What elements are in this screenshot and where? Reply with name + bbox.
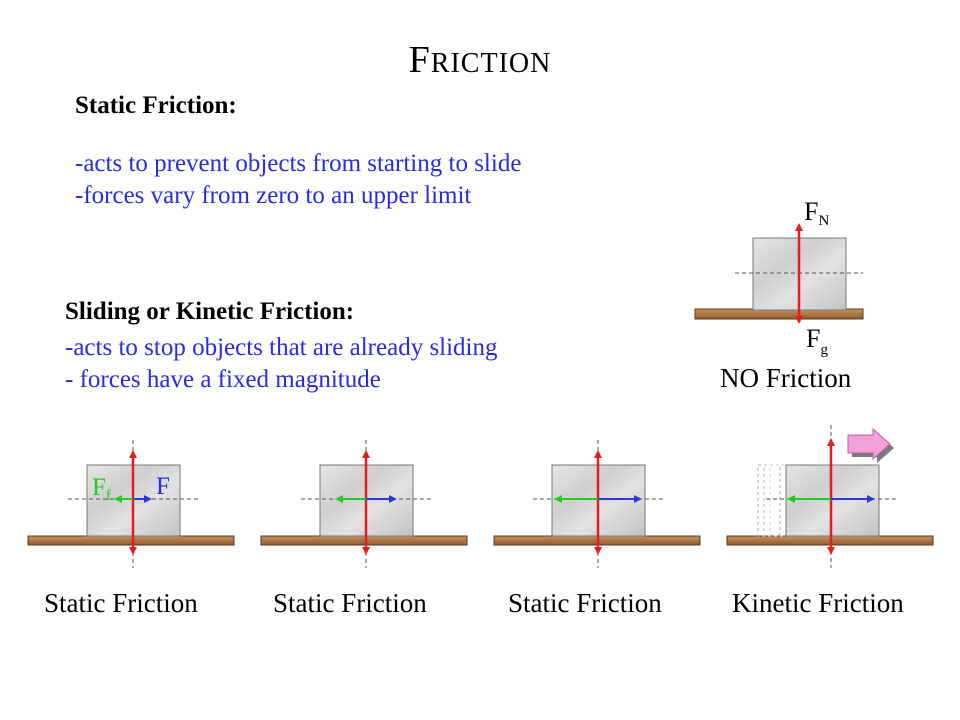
motion-trail bbox=[757, 464, 793, 537]
board bbox=[27, 535, 235, 546]
board bbox=[260, 535, 468, 546]
panel-2 bbox=[260, 440, 468, 568]
panel-1: Ff F bbox=[27, 440, 235, 568]
no-friction-diagram: FN Fg bbox=[694, 197, 864, 358]
page-title: FRICTION bbox=[0, 38, 960, 82]
static-friction-heading: Static Friction: bbox=[75, 92, 237, 119]
panel-3-caption: Static Friction bbox=[508, 588, 662, 618]
kinetic-friction-heading: Sliding or Kinetic Friction: bbox=[65, 298, 355, 325]
block bbox=[785, 464, 880, 537]
kinetic-friction-line-1: -acts to stop objects that are already s… bbox=[65, 334, 498, 361]
kinetic-friction-line-2: - forces have a fixed magnitude bbox=[65, 366, 381, 393]
panel-4 bbox=[726, 425, 934, 568]
friction-force-label: Ff bbox=[92, 474, 111, 504]
no-friction-caption: NO Friction bbox=[720, 363, 852, 393]
panels: Ff F bbox=[27, 425, 934, 568]
panel-2-caption: Static Friction bbox=[273, 588, 427, 618]
motion-arrow-icon bbox=[847, 427, 894, 463]
normal-force-label: FN bbox=[804, 197, 829, 229]
applied-force-label: F bbox=[156, 473, 170, 500]
panel-1-caption: Static Friction bbox=[44, 588, 198, 618]
title-rest: RICTION bbox=[430, 48, 552, 79]
panel-3 bbox=[493, 440, 701, 568]
static-friction-line-2: -forces vary from zero to an upper limit bbox=[75, 182, 472, 209]
panel-4-caption: Kinetic Friction bbox=[732, 588, 904, 618]
title-initial: F bbox=[408, 39, 431, 81]
static-friction-line-1: -acts to prevent objects from starting t… bbox=[75, 150, 522, 177]
gravity-force-label: Fg bbox=[806, 324, 828, 358]
